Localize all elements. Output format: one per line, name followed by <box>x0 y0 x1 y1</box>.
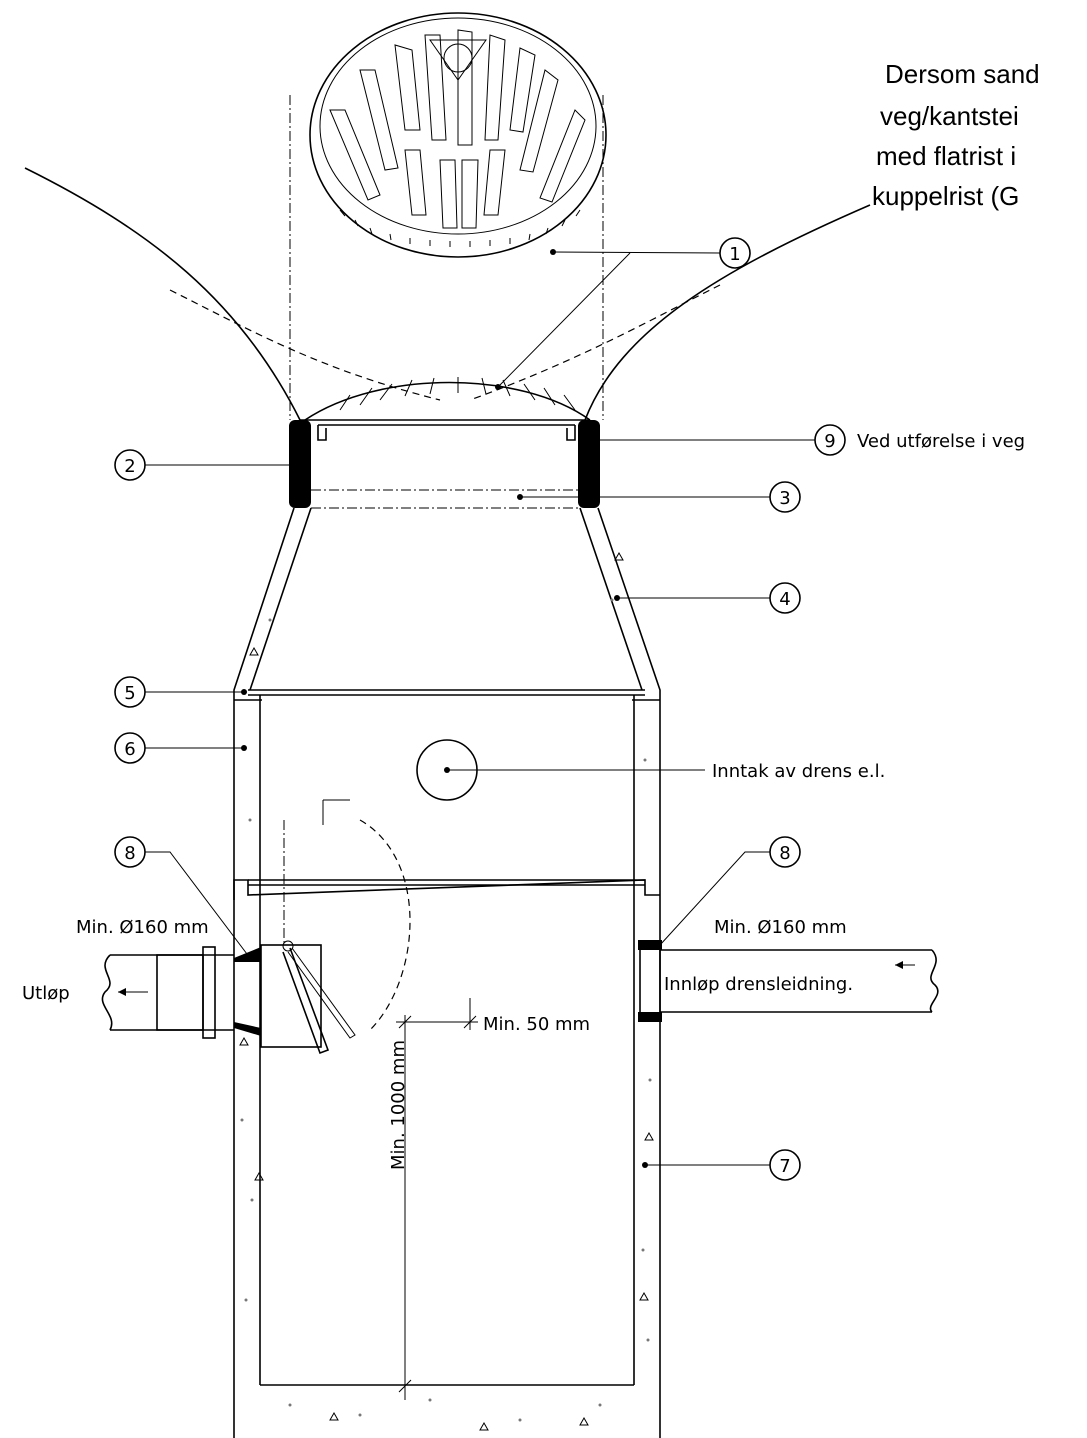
manhole-shaft <box>233 695 661 1438</box>
svg-text:1: 1 <box>729 244 740 265</box>
svg-text:8: 8 <box>124 843 135 864</box>
dome-grate-exploded <box>309 12 607 258</box>
gap-dimension-label: Min. 50 mm <box>483 1014 590 1035</box>
callout-8-left: 8 <box>114 836 251 959</box>
callout-7: 7 <box>642 1149 801 1181</box>
inlet-pipe <box>638 940 939 1022</box>
callout-2: 2 <box>114 449 289 481</box>
rubber-seal-right <box>578 420 600 508</box>
grate-frame <box>300 377 591 441</box>
inlet-dimension-label: Min. Ø160 mm <box>714 917 847 938</box>
callout-8-right: 8 <box>659 836 801 946</box>
svg-text:4: 4 <box>779 589 790 610</box>
flap-valve <box>260 799 411 1055</box>
svg-text:Ved utførelse i veg: Ved utførelse i veg <box>857 431 1025 452</box>
ground-line-right <box>584 204 871 421</box>
svg-text:3: 3 <box>779 488 790 509</box>
rubber-seal-left <box>289 420 311 508</box>
svg-text:med flatrist i: med flatrist i <box>876 141 1016 171</box>
note-text: Dersom sand veg/kantstei med flatrist i … <box>872 59 1040 211</box>
callout-6: 6 <box>114 732 247 764</box>
svg-text:5: 5 <box>124 683 135 704</box>
svg-text:kuppelrist (G: kuppelrist (G <box>872 181 1019 211</box>
inlet-pipe-label: Innløp drensleidning. <box>664 974 853 995</box>
callout-1: 1 <box>495 237 751 390</box>
intake-label: Inntak av drens e.l. <box>712 761 885 782</box>
cone-section <box>233 507 661 701</box>
svg-text:Dersom sand: Dersom sand <box>885 59 1040 89</box>
svg-text:2: 2 <box>124 456 135 477</box>
svg-text:9: 9 <box>824 431 835 452</box>
callout-4: 4 <box>614 582 801 614</box>
dashed-slope-right <box>469 284 721 401</box>
callout-9: 9 Ved utførelse i veg <box>600 424 1025 456</box>
svg-text:7: 7 <box>779 1156 790 1177</box>
outlet-dimension-label: Min. Ø160 mm <box>76 917 209 938</box>
svg-text:veg/kantstei: veg/kantstei <box>880 101 1019 131</box>
outlet-label: Utløp <box>22 983 70 1004</box>
callout-5: 5 <box>114 676 247 708</box>
svg-text:8: 8 <box>779 843 790 864</box>
dimension-min-1000 <box>396 1015 414 1400</box>
concrete-hatch <box>239 551 654 1431</box>
dashed-slope-left <box>169 289 441 401</box>
depth-dimension-label: Min. 1000 mm <box>388 1040 409 1170</box>
svg-text:6: 6 <box>124 739 135 760</box>
dimension-min-50 <box>405 998 478 1030</box>
ground-line-left <box>24 167 301 421</box>
callout-3: 3 <box>517 481 801 513</box>
